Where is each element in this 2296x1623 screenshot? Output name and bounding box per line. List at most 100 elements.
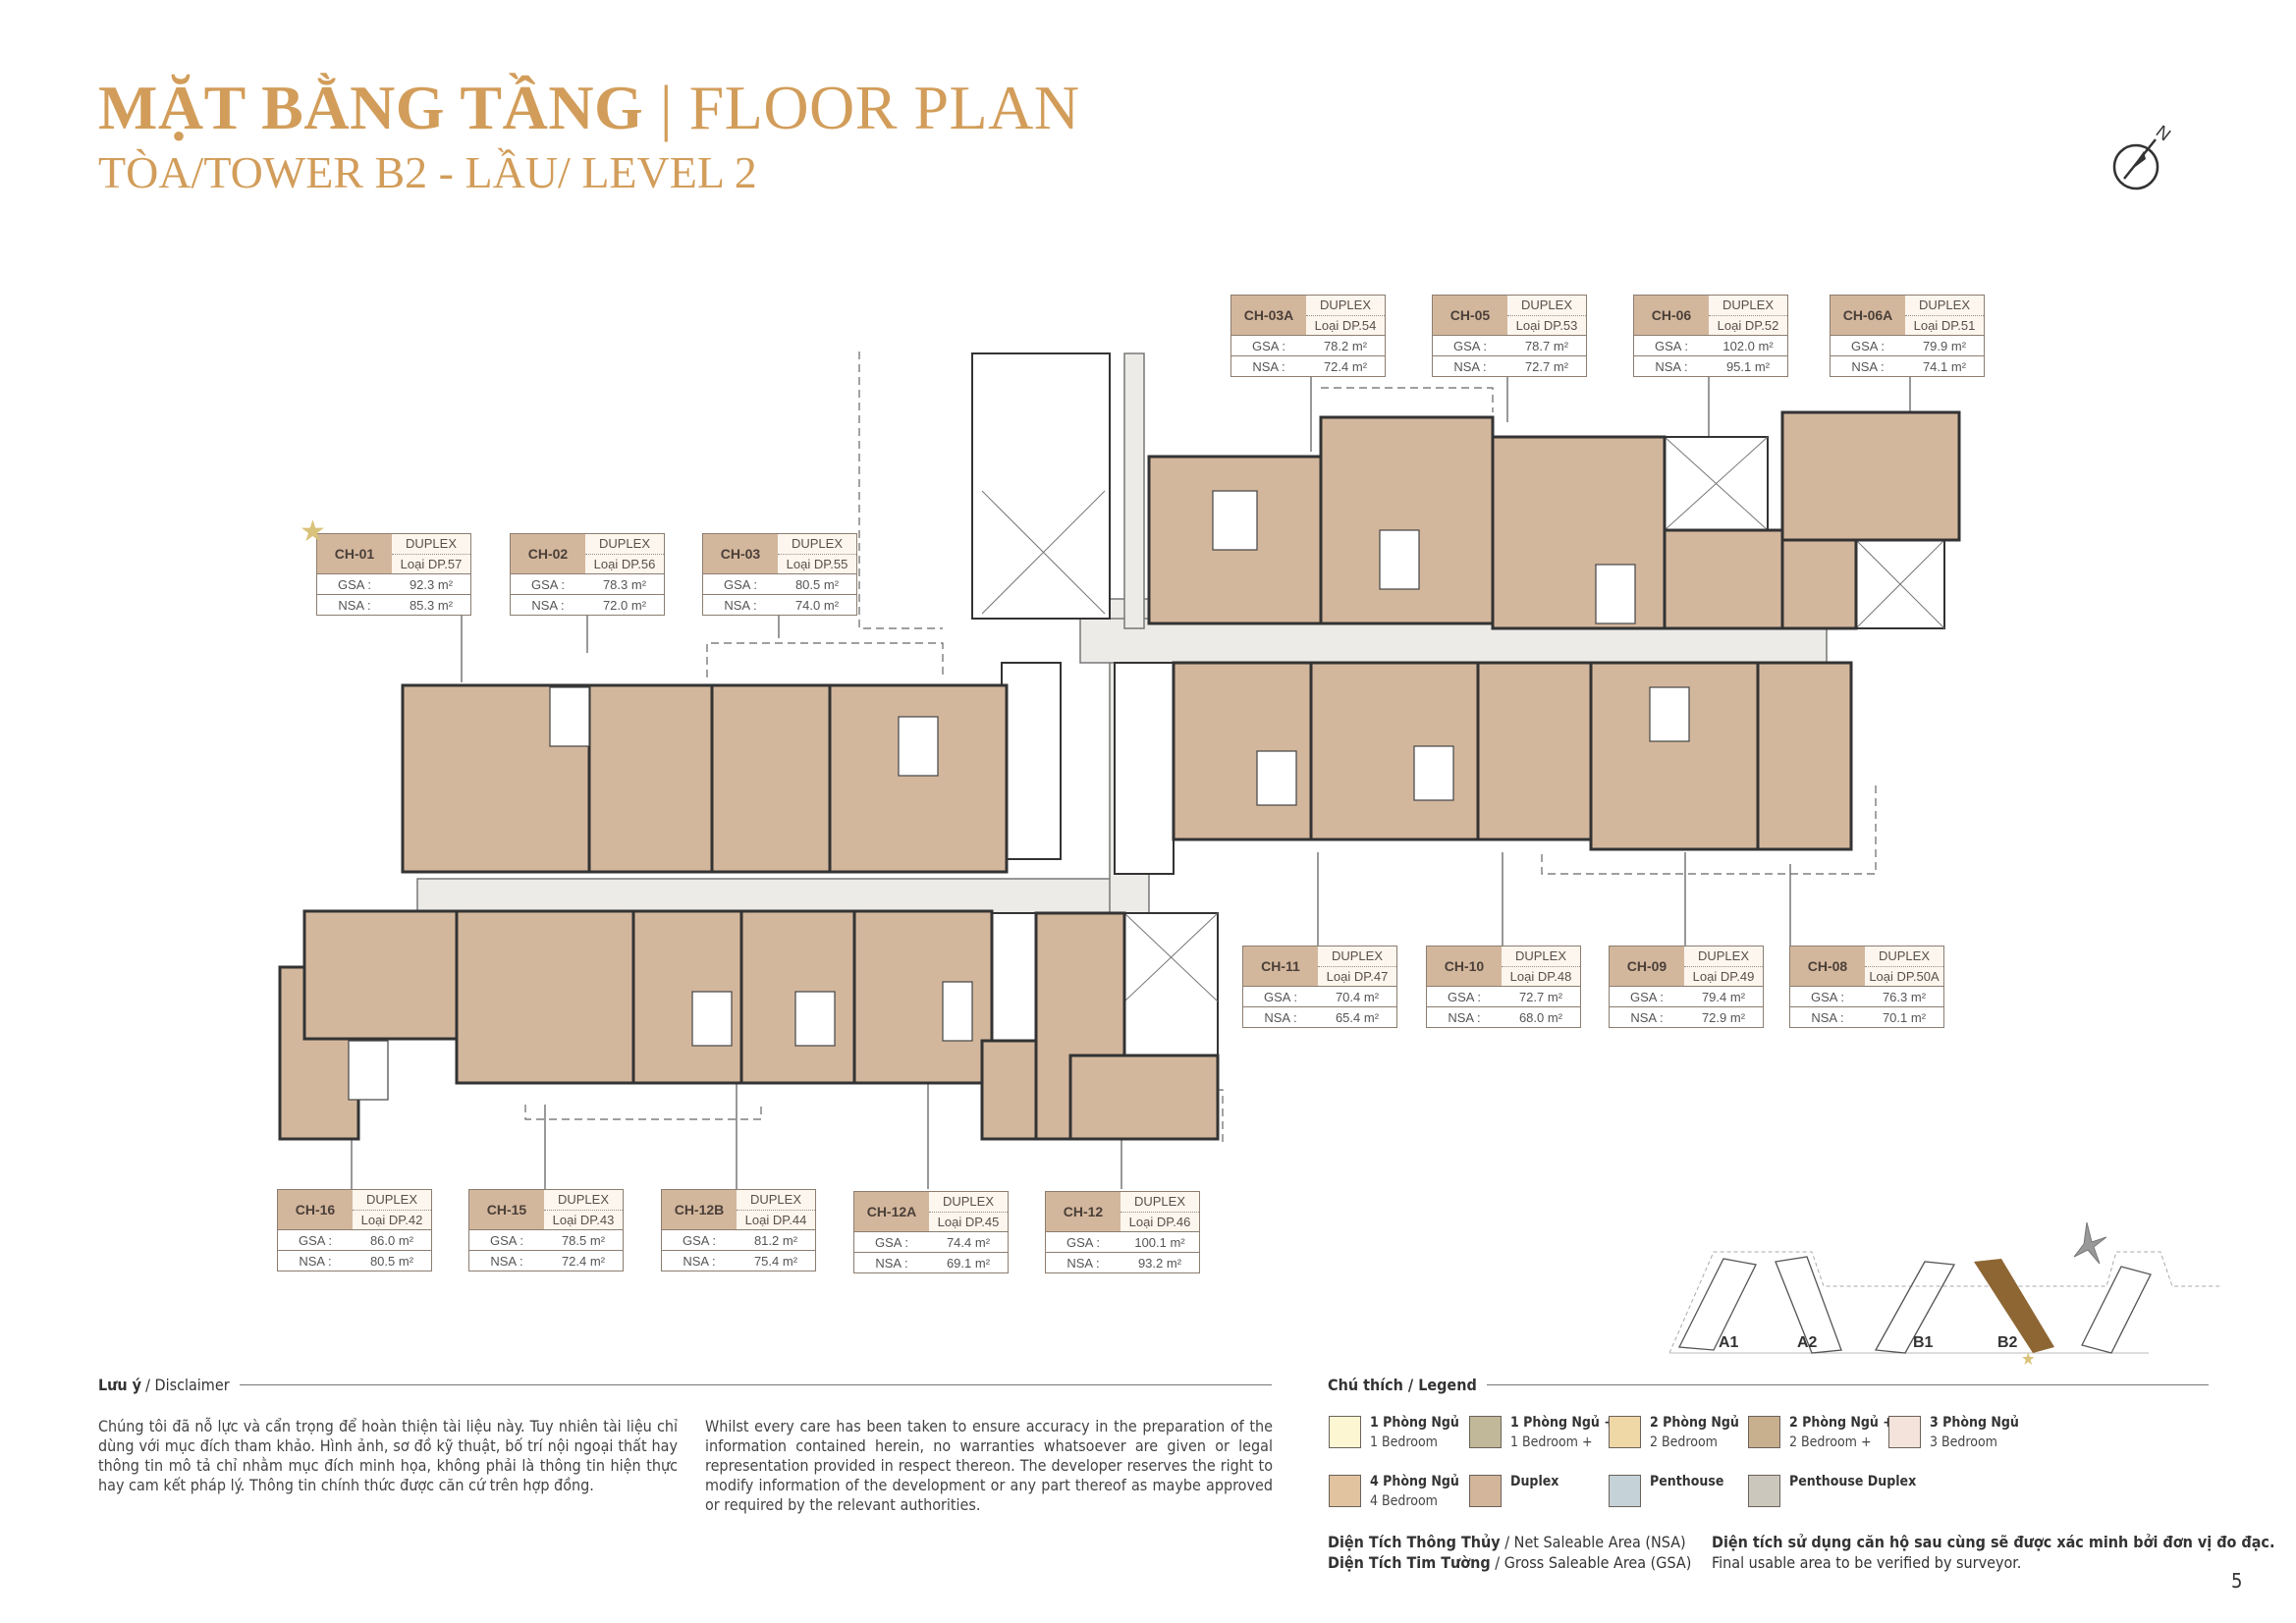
unit-type: DUPLEX	[1865, 947, 1943, 967]
legend-label-en: 1 Bedroom	[1370, 1434, 1438, 1450]
disclaimer-heading-vn: Lưu ý	[98, 1376, 142, 1394]
disclaimer-heading: Lưu ý / Disclaimer	[98, 1376, 1272, 1394]
unit-model: Loại DP.51	[1913, 317, 1976, 333]
nsa-label: NSA :	[1811, 1009, 1844, 1025]
unit-type: DUPLEX	[1507, 296, 1586, 316]
page-number: 5	[2231, 1569, 2243, 1593]
nsa-label: NSA :	[299, 1253, 332, 1269]
unit-model: Loại DP.54	[1314, 317, 1377, 333]
star-icon: ★	[2021, 1349, 2036, 1370]
unit-type: DUPLEX	[778, 534, 856, 555]
gsa-label: GSA :	[875, 1234, 908, 1250]
nsa-value: 65.4 m²	[1335, 1009, 1380, 1025]
gsa-label: GSA :	[531, 576, 565, 592]
legend-label-vn: 4 Phòng Ngủ	[1370, 1474, 1459, 1489]
nsa-value: 93.2 m²	[1137, 1255, 1182, 1271]
keyplan-label-b1: B1	[1913, 1334, 1934, 1351]
unit-code: CH-02	[511, 534, 585, 573]
nsa-value: 69.1 m²	[946, 1255, 991, 1271]
unit-model: Loại DP.52	[1717, 317, 1779, 333]
legend-label-vn: Penthouse Duplex	[1789, 1474, 1917, 1489]
nsa-label: NSA :	[531, 597, 565, 613]
nsa-label: NSA :	[1448, 1009, 1481, 1025]
nsa-value: 72.9 m²	[1701, 1009, 1746, 1025]
verify-note-vn: Diện tích sử dụng căn hộ sau cùng sẽ đượ…	[1712, 1533, 2275, 1551]
legend-label-vn: 3 Phòng Ngủ	[1930, 1415, 2019, 1431]
legend-swatch	[1329, 1416, 1361, 1448]
unit-type: DUPLEX	[544, 1190, 623, 1211]
keyplan-tower-b2-highlight	[1974, 1259, 2054, 1353]
legend-label-vn: 2 Phòng Ngủ +	[1789, 1415, 1893, 1431]
unit-code: CH-06A	[1831, 296, 1905, 335]
title-vn: MẶT BẰNG TẦNG	[98, 73, 644, 142]
unit-code: CH-03	[703, 534, 778, 573]
gsa-value: 70.4 m²	[1335, 989, 1380, 1004]
divider	[1486, 1384, 2209, 1385]
nsa-value: 75.4 m²	[753, 1253, 798, 1269]
nsa-label: NSA :	[338, 597, 371, 613]
legend-label-vn: 2 Phòng Ngủ	[1650, 1415, 1739, 1431]
title-en: FLOOR PLAN	[688, 73, 1080, 142]
nsa-value: 74.0 m²	[794, 597, 840, 613]
nsa-label: NSA :	[1655, 358, 1688, 374]
nsa-term: Diện Tích Thông Thủy	[1328, 1533, 1501, 1551]
keyplan-tower-b1	[1874, 1261, 1956, 1354]
unit-code: CH-09	[1610, 947, 1684, 986]
legend-label-vn: 1 Phòng Ngủ	[1370, 1415, 1459, 1431]
unit-model: Loại DP.47	[1326, 968, 1389, 984]
legend-swatch	[1748, 1416, 1780, 1448]
legend-swatch	[1609, 1475, 1641, 1507]
nsa-label: NSA :	[490, 1253, 523, 1269]
legend-label-vn: 1 Phòng Ngủ +	[1510, 1415, 1614, 1431]
nsa-value: 74.1 m²	[1922, 358, 1967, 374]
nsa-label: NSA :	[1066, 1255, 1100, 1271]
gsa-value: 72.7 m²	[1518, 989, 1563, 1004]
unit-type: DUPLEX	[585, 534, 664, 555]
nsa-label: NSA :	[1252, 358, 1285, 374]
unit-type: DUPLEX	[1684, 947, 1763, 967]
legend-swatch	[1748, 1475, 1780, 1507]
gsa-value: 78.3 m²	[602, 576, 647, 592]
nsa-label: NSA :	[1851, 358, 1885, 374]
unit-type: DUPLEX	[392, 534, 470, 555]
unit-code: CH-10	[1427, 947, 1502, 986]
gsa-label: GSA :	[338, 576, 371, 592]
legend-label-en: 3 Bedroom	[1930, 1434, 1997, 1450]
unit-model: Loại DP.49	[1692, 968, 1755, 984]
legend-label-en: 2 Bedroom +	[1789, 1434, 1872, 1450]
legend-swatch	[1469, 1475, 1502, 1507]
page-subtitle: TÒA/TOWER B2 - LẦU/ LEVEL 2	[98, 147, 757, 197]
unit-model: Loại DP.55	[786, 556, 848, 571]
legend-label-en: 4 Bedroom	[1370, 1493, 1438, 1509]
gsa-label: GSA :	[1448, 989, 1481, 1004]
gsa-value: 80.5 m²	[794, 576, 840, 592]
nsa-value: 72.7 m²	[1524, 358, 1569, 374]
keyplan-tower-a2	[1775, 1256, 1842, 1354]
unit-code: CH-05	[1433, 296, 1507, 335]
gsa-label: GSA :	[1630, 989, 1664, 1004]
gsa-note: Diện Tích Tim Tường / Gross Saleable Are…	[1328, 1553, 1691, 1572]
unit-code: CH-08	[1790, 947, 1865, 986]
page-title: MẶT BẰNG TẦNG | FLOOR PLAN	[98, 69, 1080, 147]
legend-swatch	[1469, 1416, 1502, 1448]
unit-type: DUPLEX	[353, 1190, 431, 1211]
unit-model: Loại DP.45	[937, 1214, 1000, 1229]
key-plan: A1 A2 B1 B2 ★	[1669, 1221, 2219, 1370]
unit-model: Loại DP.53	[1515, 317, 1578, 333]
gsa-label: GSA :	[683, 1232, 716, 1248]
nsa-label: NSA :	[1264, 1009, 1297, 1025]
keyplan-tower-a1	[1677, 1258, 1757, 1351]
gsa-value: 79.9 m²	[1922, 338, 1967, 353]
gsa-label: GSA :	[1453, 338, 1487, 353]
gsa-value: 78.5 m²	[561, 1232, 606, 1248]
